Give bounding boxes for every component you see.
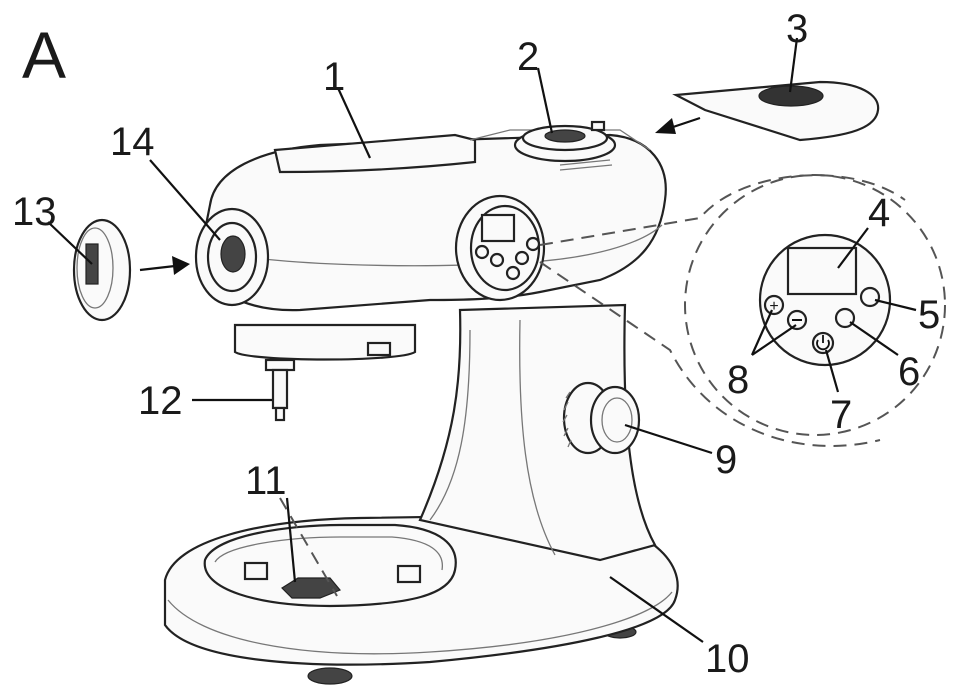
speed-knob [562, 381, 641, 455]
leader-7 [824, 349, 840, 393]
leader-13 [47, 221, 93, 265]
leader-8a [750, 309, 774, 356]
label-9: 9 [715, 438, 737, 482]
plus-button [763, 294, 785, 316]
arrow-front-line [139, 264, 176, 272]
top-cover [672, 80, 880, 142]
tool-coupling [233, 323, 417, 422]
arrows [139, 116, 701, 275]
label-13: 13 [12, 190, 57, 234]
leader-lines [47, 37, 917, 643]
bowl-clip-left [243, 561, 269, 581]
leader-14 [149, 159, 221, 241]
label-5: 5 [918, 293, 940, 337]
labels: A 1 2 3 4 5 6 7 8 9 10 11 12 13 14 [12, 7, 940, 681]
arrow-front-head [172, 256, 190, 275]
arrow-top-head [655, 118, 676, 134]
head-top-panel [273, 133, 477, 174]
leader-10 [609, 576, 704, 643]
top-outlet [513, 120, 617, 163]
control-panel-detail: + [758, 233, 892, 367]
label-1: 1 [323, 55, 345, 99]
leader-3 [788, 37, 799, 93]
leader-11b [279, 497, 338, 597]
label-12: 12 [138, 379, 183, 423]
detail-callout [539, 174, 946, 447]
leader-4 [837, 227, 869, 269]
leader-11a [285, 497, 297, 583]
display-screen [786, 246, 858, 296]
label-14: 14 [110, 120, 155, 164]
figure-letter: A [22, 18, 66, 92]
leader-8b [751, 324, 797, 356]
leader-1 [336, 87, 372, 159]
front-cover [72, 218, 132, 322]
label-2: 2 [517, 35, 539, 79]
label-10: 10 [705, 637, 750, 681]
leader-5 [874, 298, 917, 312]
mixer-head [198, 129, 667, 312]
label-7: 7 [830, 393, 852, 437]
label-11: 11 [245, 459, 287, 503]
label-4: 4 [868, 191, 890, 235]
label-3: 3 [786, 7, 808, 51]
leader-2 [536, 67, 554, 134]
arrow-top-line [669, 116, 701, 130]
control-panel-small [454, 194, 546, 302]
label-8: 8 [727, 358, 749, 402]
light-button [859, 286, 881, 308]
leader-9 [624, 423, 713, 455]
bowl-lock [281, 577, 341, 599]
svg-text:+: + [769, 298, 778, 315]
bowl-clip-right [396, 564, 422, 584]
label-6: 6 [898, 350, 920, 394]
bowl-recess [203, 523, 457, 608]
timer-button [834, 307, 856, 329]
foot-left [307, 667, 353, 685]
leader-6 [849, 321, 899, 356]
